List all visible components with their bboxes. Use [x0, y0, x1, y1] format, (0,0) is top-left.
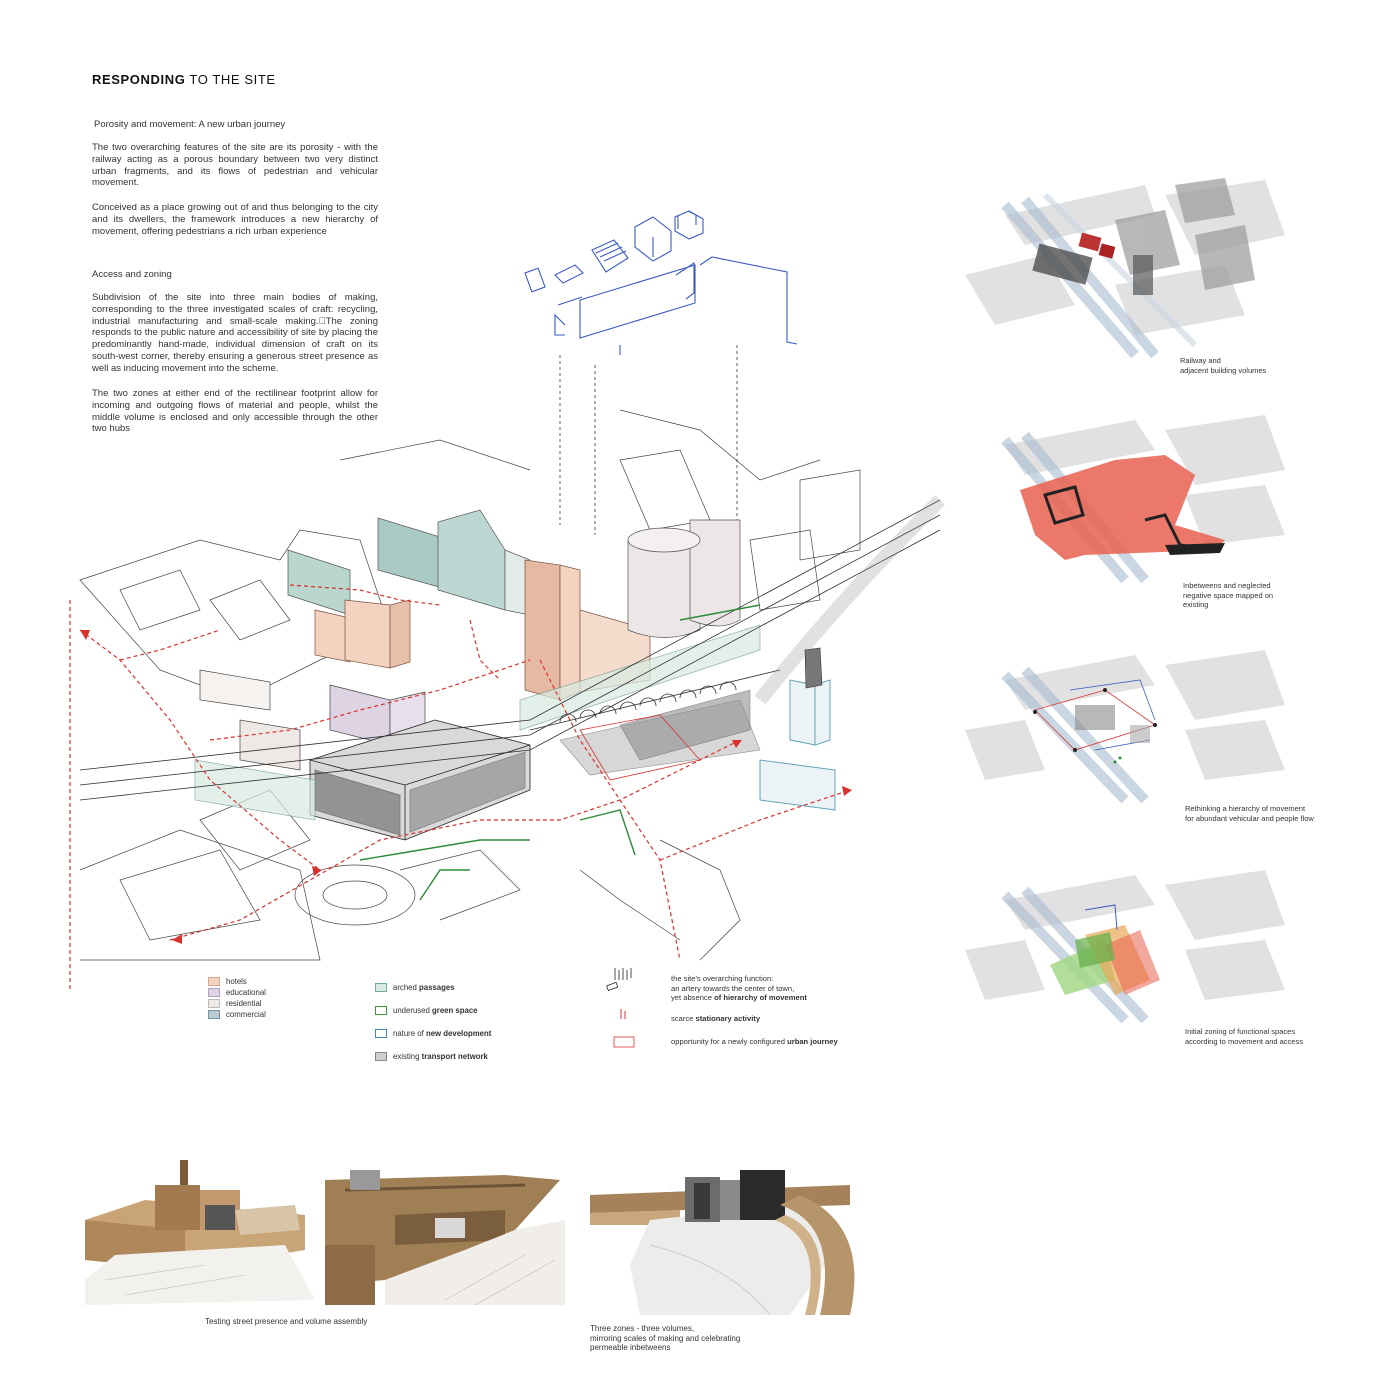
transport-network-swatch	[375, 1052, 387, 1061]
legend-note-function: the site's overarching function: an arte…	[671, 974, 807, 1003]
legend-uses: hotels educational residential commercia…	[208, 976, 266, 1020]
arched-passages-swatch	[375, 983, 387, 992]
legend-label: educational	[226, 988, 266, 997]
section1-heading: Porosity and movement: A new urban journ…	[94, 119, 286, 130]
section2-paragraph-1: Subdivision of the site into three main …	[92, 292, 378, 374]
legend-label: existing transport network	[393, 1052, 488, 1061]
legend-label: arched passages	[393, 983, 455, 992]
section2-heading: Access and zoning	[92, 269, 172, 280]
new-development-swatch	[375, 1029, 387, 1038]
diagram-zoning	[965, 870, 1285, 1024]
legend-note-stationary: scarce stationary activity	[671, 1014, 761, 1023]
legend-item-hotels: hotels	[208, 976, 266, 987]
legend-item-educational: educational	[208, 987, 266, 998]
model-photo-2	[325, 1170, 565, 1306]
legend-label: nature of new development	[393, 1029, 492, 1038]
title-rest: TO THE SITE	[185, 72, 276, 87]
legend-label: underused green space	[393, 1006, 478, 1015]
models-caption-right: Three zones - three volumes,mirroring sc…	[590, 1324, 741, 1352]
legend-label: residential	[226, 999, 262, 1008]
legend-label: hotels	[226, 977, 247, 986]
commercial-swatch	[208, 1010, 220, 1019]
diagram-railway-volumes	[965, 178, 1285, 359]
educational-swatch	[208, 988, 220, 997]
function-line-3: yet absence of hierarchy of movement	[671, 993, 807, 1002]
title-bold: RESPONDING	[92, 72, 186, 87]
legend-note-journey: opportunity for a newly configured urban…	[671, 1037, 838, 1046]
legend-item-green-space: underused green space	[375, 999, 555, 1022]
function-line-1: the site's overarching function:	[671, 974, 774, 983]
section1-paragraph-1: The two overarching features of the site…	[92, 142, 378, 189]
legend-icons	[606, 968, 635, 1048]
site-axonometric	[69, 409, 945, 990]
legend-item-arched-passages: arched passages	[375, 976, 555, 999]
section1-paragraph-2: Conceived as a place growing out of and …	[92, 202, 378, 237]
diagram-inbetweens	[1001, 415, 1285, 584]
exploded-axonometric	[524, 210, 798, 545]
hotels-swatch	[208, 977, 220, 986]
legend-item-commercial: commercial	[208, 1009, 266, 1020]
model-photo-1	[85, 1160, 315, 1305]
diagram-hierarchy-movement	[965, 650, 1285, 804]
green-space-swatch	[375, 1006, 387, 1015]
residential-swatch	[208, 999, 220, 1008]
section2-paragraph-2: The two zones at either end of the recti…	[92, 388, 378, 435]
legend-layers: arched passages underused green space na…	[375, 976, 555, 1068]
legend-label: commercial	[226, 1010, 266, 1019]
models-caption-left: Testing street presence and volume assem…	[205, 1317, 368, 1326]
legend-item-transport-network: existing transport network	[375, 1045, 555, 1068]
page-title: RESPONDING TO THE SITE	[92, 72, 276, 87]
legend-item-residential: residential	[208, 998, 266, 1009]
function-line-2: an artery towards the center of town,	[671, 983, 795, 993]
legend-item-new-development: nature of new development	[375, 1022, 555, 1045]
model-photo-3	[590, 1170, 855, 1316]
